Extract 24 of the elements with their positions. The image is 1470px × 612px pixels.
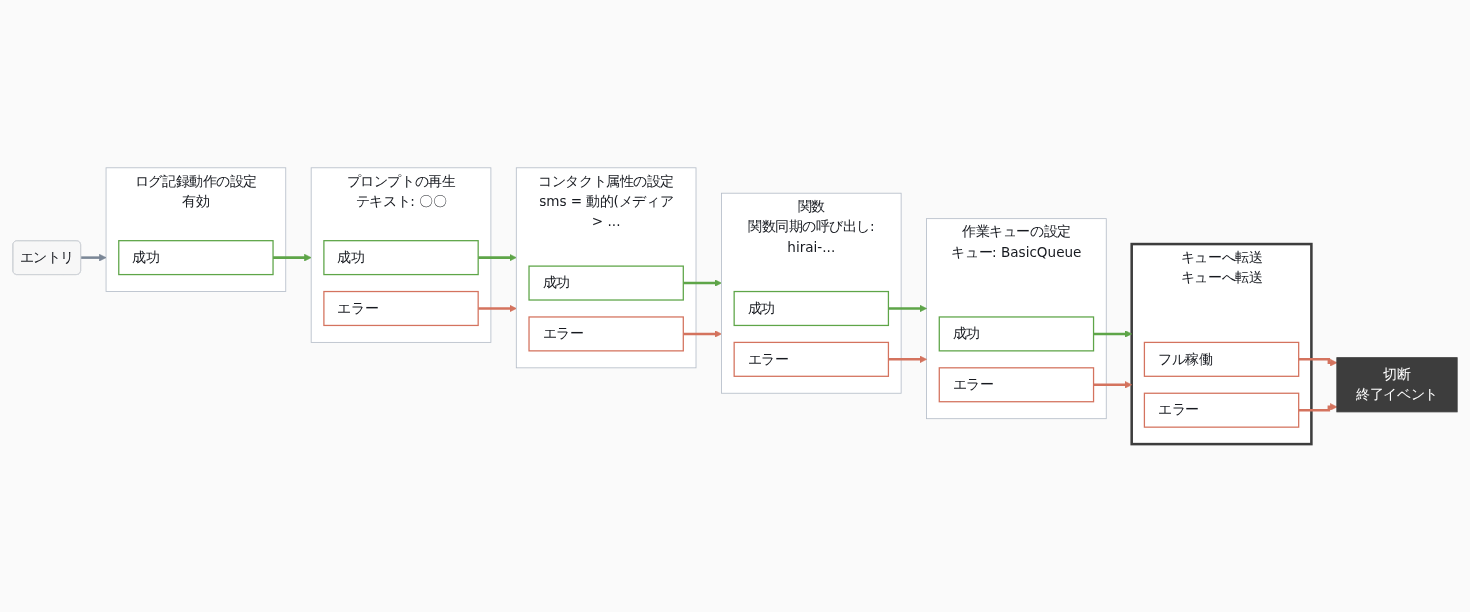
arrow xyxy=(273,253,312,262)
node-box: 成功 xyxy=(118,240,274,276)
arrow xyxy=(478,253,517,262)
node-box: エラー xyxy=(323,290,479,327)
node-box: エラー xyxy=(1143,392,1300,428)
node-box: 成功 xyxy=(528,265,684,301)
node-box: エラー xyxy=(528,316,684,352)
arrow xyxy=(80,253,107,262)
arrow xyxy=(1298,403,1338,412)
arrow xyxy=(683,279,722,287)
node-box: 成功 xyxy=(323,240,479,276)
arrow xyxy=(1093,381,1133,389)
node-box: 成功 xyxy=(938,316,1095,352)
arrow xyxy=(478,304,517,313)
arrow xyxy=(1093,330,1133,338)
arrow xyxy=(888,355,927,364)
arrow xyxy=(1298,358,1338,367)
arrow xyxy=(683,330,722,338)
node-box: 切断 終了イベント xyxy=(1336,357,1458,413)
node-box: 成功 xyxy=(733,290,890,327)
arrow xyxy=(888,304,927,313)
node-box: フル稼働 xyxy=(1143,341,1300,377)
node-box: エラー xyxy=(938,367,1095,403)
node-box: エラー xyxy=(733,341,890,377)
